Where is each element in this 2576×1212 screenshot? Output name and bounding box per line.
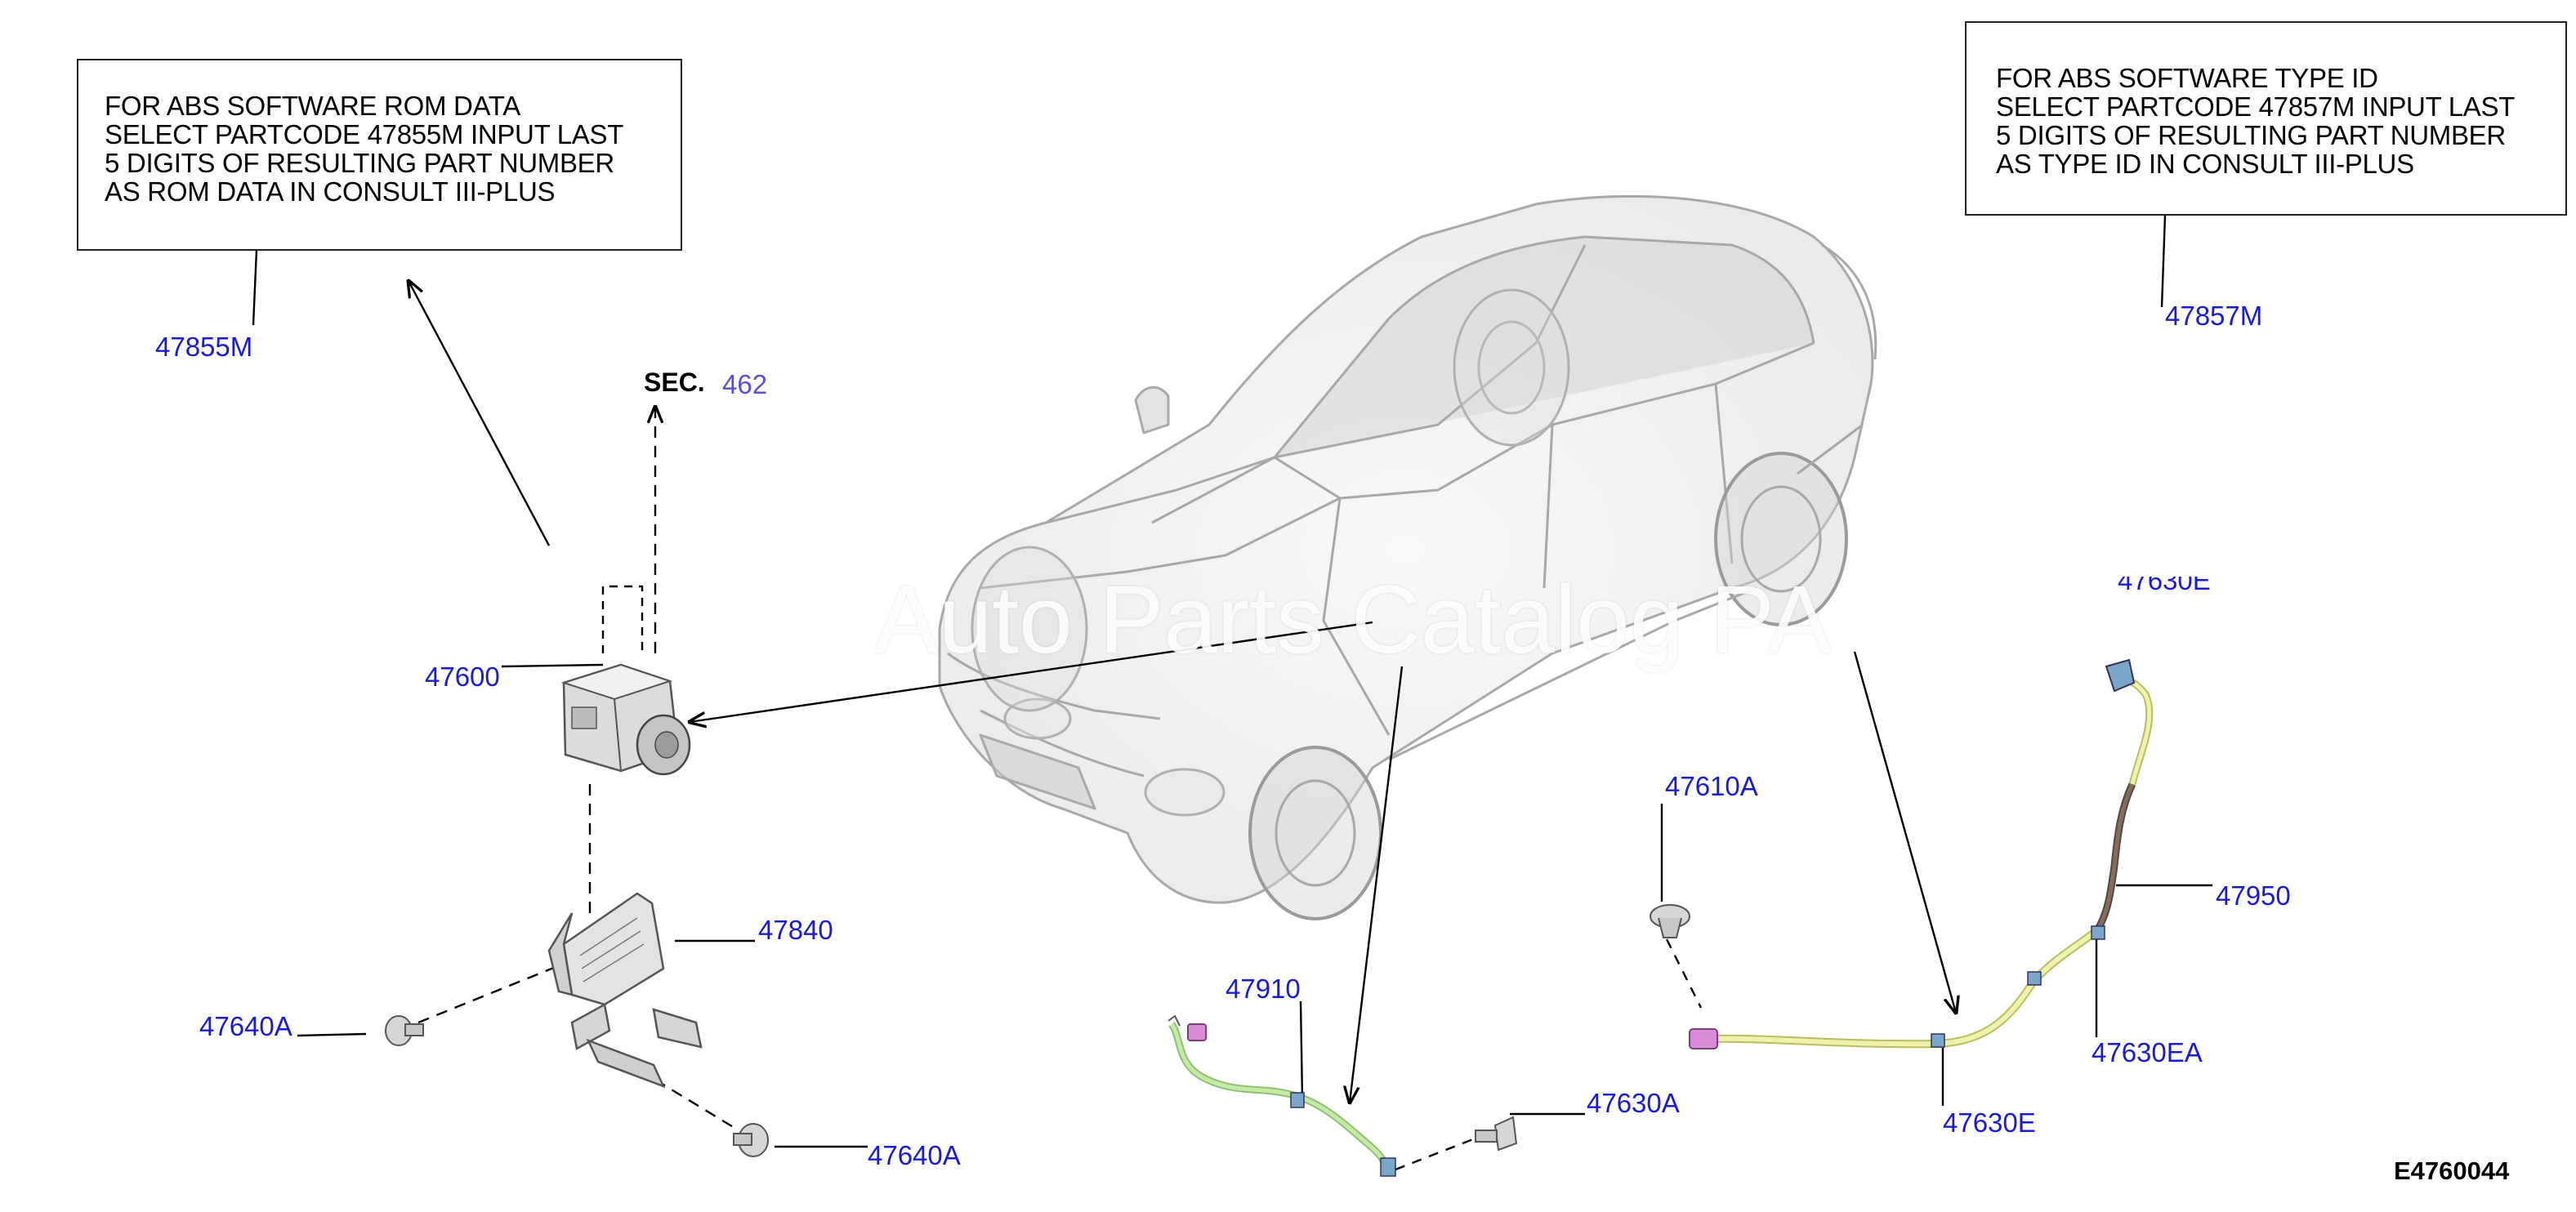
callout-47857m[interactable]: 47857M xyxy=(2165,301,2263,331)
front-wheel-sensor[interactable] xyxy=(1167,1014,1396,1177)
section-prefix: SEC. xyxy=(644,368,705,397)
arrow-car-to-actuator xyxy=(690,621,1373,722)
arrow-to-rom-note xyxy=(408,281,551,546)
callout-47630ea[interactable]: 47630EA xyxy=(2092,1037,2203,1067)
rom-data-note: FOR ABS SOFTWARE ROM DATA SELECT PARTCOD… xyxy=(77,59,682,251)
type-id-note: FOR ABS SOFTWARE TYPE ID SELECT PARTCODE… xyxy=(1965,21,2567,216)
arrow-car-to-rear-harness xyxy=(1853,651,1956,1013)
bolt-icon[interactable] xyxy=(1650,904,1690,938)
leader-47910 xyxy=(1299,1000,1304,1098)
callout-47600[interactable]: 47600 xyxy=(425,662,500,692)
leader-47600 xyxy=(501,663,604,668)
callout-47640a-left[interactable]: 47640A xyxy=(199,1011,292,1041)
vehicle-illustration xyxy=(938,194,1877,920)
arrow-car-to-front-sensor xyxy=(1350,666,1404,1103)
callout-47640a-bottom[interactable]: 47640A xyxy=(868,1140,961,1170)
watermark: Auto Parts Catalog PA xyxy=(874,566,1832,674)
callout-47630e-bottom[interactable]: 47630E xyxy=(1943,1107,2036,1138)
leader-lines xyxy=(252,215,2212,1171)
abs-actuator-unit[interactable] xyxy=(560,663,691,776)
type-note-line-1: FOR ABS SOFTWARE TYPE ID xyxy=(1996,63,2378,93)
type-note-line-3: 5 DIGITS OF RESULTING PART NUMBER xyxy=(1996,120,2506,150)
bolt-icon[interactable] xyxy=(1475,1116,1518,1152)
callout-47630e-top[interactable]: 47630E xyxy=(2118,565,2211,595)
section-reference-link[interactable]: 462 xyxy=(722,369,768,399)
bolt-icon[interactable] xyxy=(385,1015,424,1046)
callout-47610a[interactable]: 47610A xyxy=(1665,771,1758,801)
leader-47857m xyxy=(2160,215,2167,308)
type-note-line-4: AS TYPE ID IN CONSULT III-PLUS xyxy=(1996,149,2414,179)
bolt-icon[interactable] xyxy=(733,1123,769,1157)
rear-sensor-harness[interactable] xyxy=(1689,658,2154,1049)
callout-47630a[interactable]: 47630A xyxy=(1587,1088,1680,1118)
rom-note-line-2: SELECT PARTCODE 47855M INPUT LAST xyxy=(105,119,624,149)
figure-code: E4760044 xyxy=(2394,1156,2510,1185)
rom-note-line-4: AS ROM DATA IN CONSULT III-PLUS xyxy=(105,176,556,207)
leader-47855m xyxy=(252,249,258,326)
callout-47950[interactable]: 47950 xyxy=(2216,880,2291,911)
rom-note-line-3: 5 DIGITS OF RESULTING PART NUMBER xyxy=(105,148,614,178)
actuator-dash-box xyxy=(601,585,644,653)
leader-47640a-left xyxy=(297,1032,367,1037)
callout-47840[interactable]: 47840 xyxy=(758,915,833,945)
bracket[interactable] xyxy=(547,892,703,1089)
callout-47910[interactable]: 47910 xyxy=(1225,974,1301,1004)
callout-47855m[interactable]: 47855M xyxy=(155,332,253,362)
type-note-line-2: SELECT PARTCODE 47857M INPUT LAST xyxy=(1996,91,2516,122)
rom-note-line-1: FOR ABS SOFTWARE ROM DATA xyxy=(105,91,520,121)
